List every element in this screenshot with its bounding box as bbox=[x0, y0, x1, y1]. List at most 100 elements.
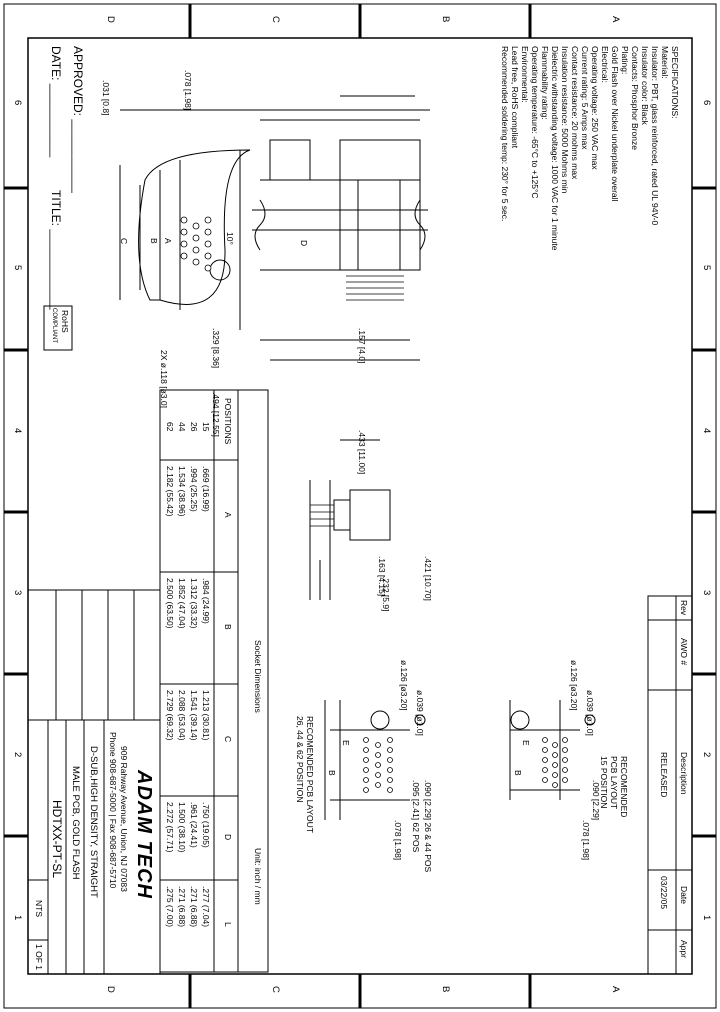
company-address: 909 Rahway Avenue, Union, NJ 07083 bbox=[119, 746, 129, 892]
spec-line: Operating temperature: -65°C to +125°C bbox=[530, 46, 540, 199]
socket-row-44-c: 2.088 (53.04) bbox=[177, 690, 187, 741]
socket-row-15-d: .750 (19.05) bbox=[201, 802, 211, 848]
spec-line: Electrical: bbox=[600, 46, 610, 83]
zone-b-right: B bbox=[440, 986, 451, 993]
dim-433: .433 [11.00] bbox=[357, 430, 367, 475]
zone-6-bottom: 6 bbox=[12, 100, 23, 106]
socket-row-44-pos: 44 bbox=[177, 422, 187, 432]
zone-b-left: B bbox=[440, 16, 451, 23]
spec-line: Operating voltage: 250 VAC max bbox=[590, 46, 600, 170]
dim-031: .031 [0.8] bbox=[101, 80, 111, 116]
socket-row-15-l: .277 (7.04) bbox=[201, 886, 211, 928]
zone-5-bottom: 5 bbox=[12, 265, 23, 271]
spec-line: Contacts: Phosphor Bronze bbox=[630, 46, 640, 150]
dim-d: D bbox=[299, 240, 309, 247]
dim-b: B bbox=[149, 238, 159, 244]
spec-line: Recommended soldering temp: 230° for 5 s… bbox=[500, 46, 510, 222]
scale-value: NTS bbox=[34, 900, 44, 917]
zone-1-bottom: 1 bbox=[12, 915, 23, 921]
pcb15-title-2: PCB LAYOUT bbox=[609, 756, 619, 810]
socket-table-title: Socket Dimensions bbox=[253, 640, 263, 713]
socket-col-c: C bbox=[223, 736, 233, 743]
spec-line: Lead free, RoHS compliant bbox=[510, 46, 520, 149]
zone-1-top: 1 bbox=[701, 915, 712, 921]
dim-2x-hole: 2X ø.118 [ø3.0] bbox=[159, 350, 169, 408]
rev-col-date: Date bbox=[679, 886, 689, 904]
rohs-line-2: COMPLIANT bbox=[51, 308, 57, 344]
spec-line: Dielectric withstanding voltage: 1000 VA… bbox=[550, 46, 560, 251]
socket-row-62-pos: 62 bbox=[165, 422, 175, 432]
socket-table-units: Unit: inch / mm bbox=[253, 848, 263, 905]
zone-4-bottom: 4 bbox=[12, 428, 23, 434]
approved-label: APPROVED: ___________ bbox=[71, 46, 85, 193]
socket-row-15-pos: 15 bbox=[201, 422, 211, 432]
socket-row-15-c: 1.213 (30.81) bbox=[201, 690, 211, 741]
specifications-block: SPECIFICATIONS: Material: Insulator: PBT… bbox=[500, 46, 680, 250]
socket-col-d: D bbox=[223, 834, 233, 841]
socket-row-26-b: 1.312 (33.32) bbox=[189, 578, 199, 629]
pcb15-dim-e: E bbox=[521, 740, 531, 746]
zone-3-top: 3 bbox=[701, 590, 712, 596]
rohs-line-1: RoHS bbox=[60, 310, 70, 333]
zone-d-right: D bbox=[105, 986, 116, 993]
socket-row-44-a: 1.534 (38.96) bbox=[177, 466, 187, 517]
dim-c: C bbox=[119, 238, 129, 245]
title-label: TITLE: ____________ bbox=[49, 190, 63, 310]
pcb15-d090: .090 [2.29] bbox=[591, 780, 601, 821]
socket-row-62-d: 2.272 (57.71) bbox=[165, 802, 175, 853]
pcb15-dim-b: B bbox=[513, 770, 523, 776]
rev-col-awo: AWO # bbox=[679, 638, 689, 666]
socket-row-26-l: .271 (6.88) bbox=[189, 886, 199, 928]
spec-line: Environmental: bbox=[520, 46, 530, 103]
rev-col-description: Description bbox=[679, 752, 689, 795]
socket-col-b: B bbox=[223, 624, 233, 630]
brand-logo-text: ADAM TECH bbox=[133, 770, 155, 899]
dim-a: A bbox=[163, 238, 173, 244]
spec-line: Insulator: PBT, glass reinforced, rated … bbox=[650, 46, 660, 226]
zone-5-top: 5 bbox=[701, 265, 712, 271]
part-description-2: MALE PCB, GOLD FLASH bbox=[70, 766, 81, 880]
socket-row-26-pos: 26 bbox=[189, 422, 199, 432]
socket-row-26-a: .994 (25.25) bbox=[189, 466, 199, 512]
dim-157: .157 [4.0] bbox=[357, 328, 367, 364]
socket-row-15-a: .669 (16.99) bbox=[201, 466, 211, 512]
zone-2-bottom: 2 bbox=[12, 752, 23, 758]
socket-col-positions: POSITIONS bbox=[223, 398, 233, 445]
spec-line: Material: bbox=[660, 46, 670, 79]
socket-row-62-a: 2.182 (55.42) bbox=[165, 466, 175, 517]
zone-c-right: C bbox=[270, 986, 281, 993]
zone-6-top: 6 bbox=[701, 100, 712, 106]
dim-329: .329 [8.36] bbox=[211, 328, 221, 369]
socket-row-62-c: 2.729 (69.32) bbox=[165, 690, 175, 741]
dim-10deg: 10° bbox=[225, 232, 235, 245]
pcb15-d039: ø.039 [ø1.0] bbox=[585, 690, 595, 736]
pcbmulti-dim-e: E bbox=[341, 740, 351, 746]
socket-row-44-d: 1.500 (38.10) bbox=[177, 802, 187, 853]
socket-row-26-c: 1.541 (39.14) bbox=[189, 690, 199, 741]
sheet-value: 1 OF 1 bbox=[34, 944, 44, 970]
pcbmulti-d126: ø.126 [ø3.20] bbox=[399, 660, 409, 711]
socket-row-62-b: 2.500 (63.50) bbox=[165, 578, 175, 629]
spec-line: Current rating: 5 Amps max bbox=[580, 46, 590, 150]
socket-row-44-l: .271 (6.88) bbox=[177, 886, 187, 928]
part-description-1: D-SUB,HIGH DENSITY, STRAIGHT bbox=[88, 746, 99, 898]
dim-232: .232 [5.9] bbox=[381, 576, 391, 612]
pcb15-title-1: RECOMENDED bbox=[619, 756, 629, 818]
socket-row-44-b: 1.852 (47.04) bbox=[177, 578, 187, 629]
dim-078: .078 [1.98] bbox=[183, 70, 193, 111]
date-label: DATE: ___________ bbox=[49, 46, 63, 158]
socket-row-15-b: .984 (24.99) bbox=[201, 578, 211, 624]
rev-col-appr: Appr bbox=[679, 940, 689, 958]
zone-c-left: C bbox=[270, 16, 281, 23]
spec-line: Insulation resistance: 5000 Mohms min bbox=[560, 46, 570, 194]
company-phone: Phone 908-687-5000 | Fax 908-687-5710 bbox=[108, 732, 118, 889]
socket-col-a: A bbox=[223, 512, 233, 518]
spec-heading: SPECIFICATIONS: bbox=[670, 46, 680, 119]
socket-row-62-l: .275 (7.00) bbox=[165, 886, 175, 928]
rev-date: 03/22/05 bbox=[659, 876, 669, 910]
pcbmulti-d078: .078 [1.98] bbox=[393, 820, 403, 861]
rev-col-rev: Rev bbox=[679, 600, 689, 616]
socket-col-l: L bbox=[223, 922, 233, 927]
